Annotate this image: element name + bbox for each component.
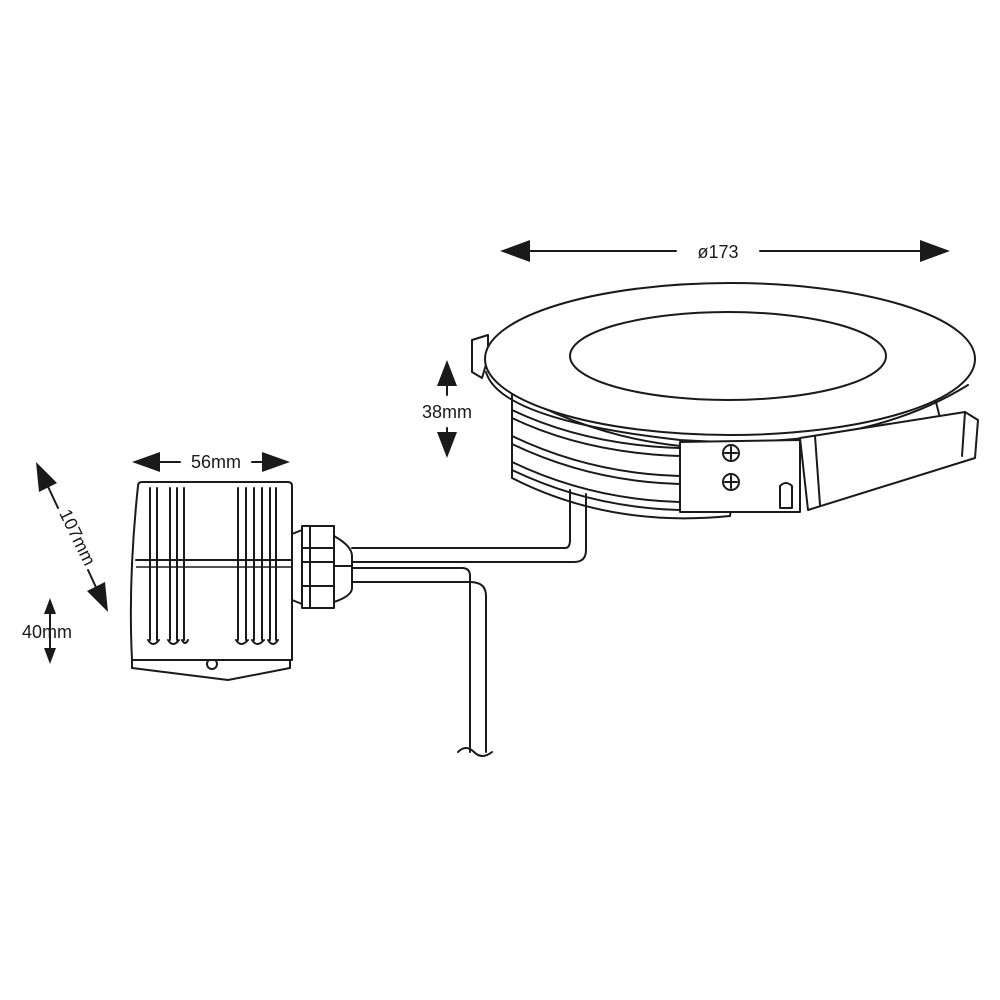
arrow-up-icon bbox=[44, 598, 56, 614]
terminal-block bbox=[679, 439, 801, 513]
height-downlight-label: 38mm bbox=[422, 402, 472, 422]
right-spring-clip bbox=[799, 411, 979, 511]
screw-icon bbox=[722, 473, 740, 491]
lens bbox=[569, 311, 887, 401]
supply-cable bbox=[351, 567, 471, 753]
dimension-diameter: ø173 bbox=[500, 240, 950, 262]
dimension-driver-width: 56mm bbox=[132, 452, 290, 472]
bezel-lower-edge bbox=[485, 371, 969, 443]
driver-body bbox=[129, 481, 293, 661]
length-driver-label: 107mm bbox=[55, 506, 99, 569]
arrow-down-icon bbox=[437, 432, 457, 458]
cables bbox=[351, 489, 587, 757]
arrow-up-icon bbox=[437, 360, 457, 386]
arrow-right-icon bbox=[262, 452, 290, 472]
arrow-down-icon bbox=[44, 648, 56, 664]
dimension-driver-length: 107mm bbox=[36, 462, 108, 612]
cable-cut-mark bbox=[457, 747, 493, 757]
width-driver-label: 56mm bbox=[191, 452, 241, 472]
height-driver-label: 40mm bbox=[22, 622, 72, 642]
arrow-left-icon bbox=[500, 240, 530, 262]
arrow-up-left-icon bbox=[36, 462, 57, 492]
diameter-label: ø173 bbox=[697, 242, 738, 262]
driver-fins bbox=[147, 487, 279, 645]
downlight bbox=[471, 282, 979, 520]
arrow-down-right-icon bbox=[87, 582, 108, 612]
cable-gland bbox=[291, 525, 353, 609]
arrow-right-icon bbox=[920, 240, 950, 262]
screw-icon bbox=[722, 444, 740, 462]
driver-box bbox=[129, 481, 353, 681]
dimension-driver-height: 40mm bbox=[22, 598, 72, 664]
arrow-left-icon bbox=[132, 452, 160, 472]
cable-to-downlight bbox=[351, 489, 571, 549]
dimension-downlight-height: 38mm bbox=[422, 360, 472, 458]
left-spring-clip bbox=[471, 334, 489, 379]
